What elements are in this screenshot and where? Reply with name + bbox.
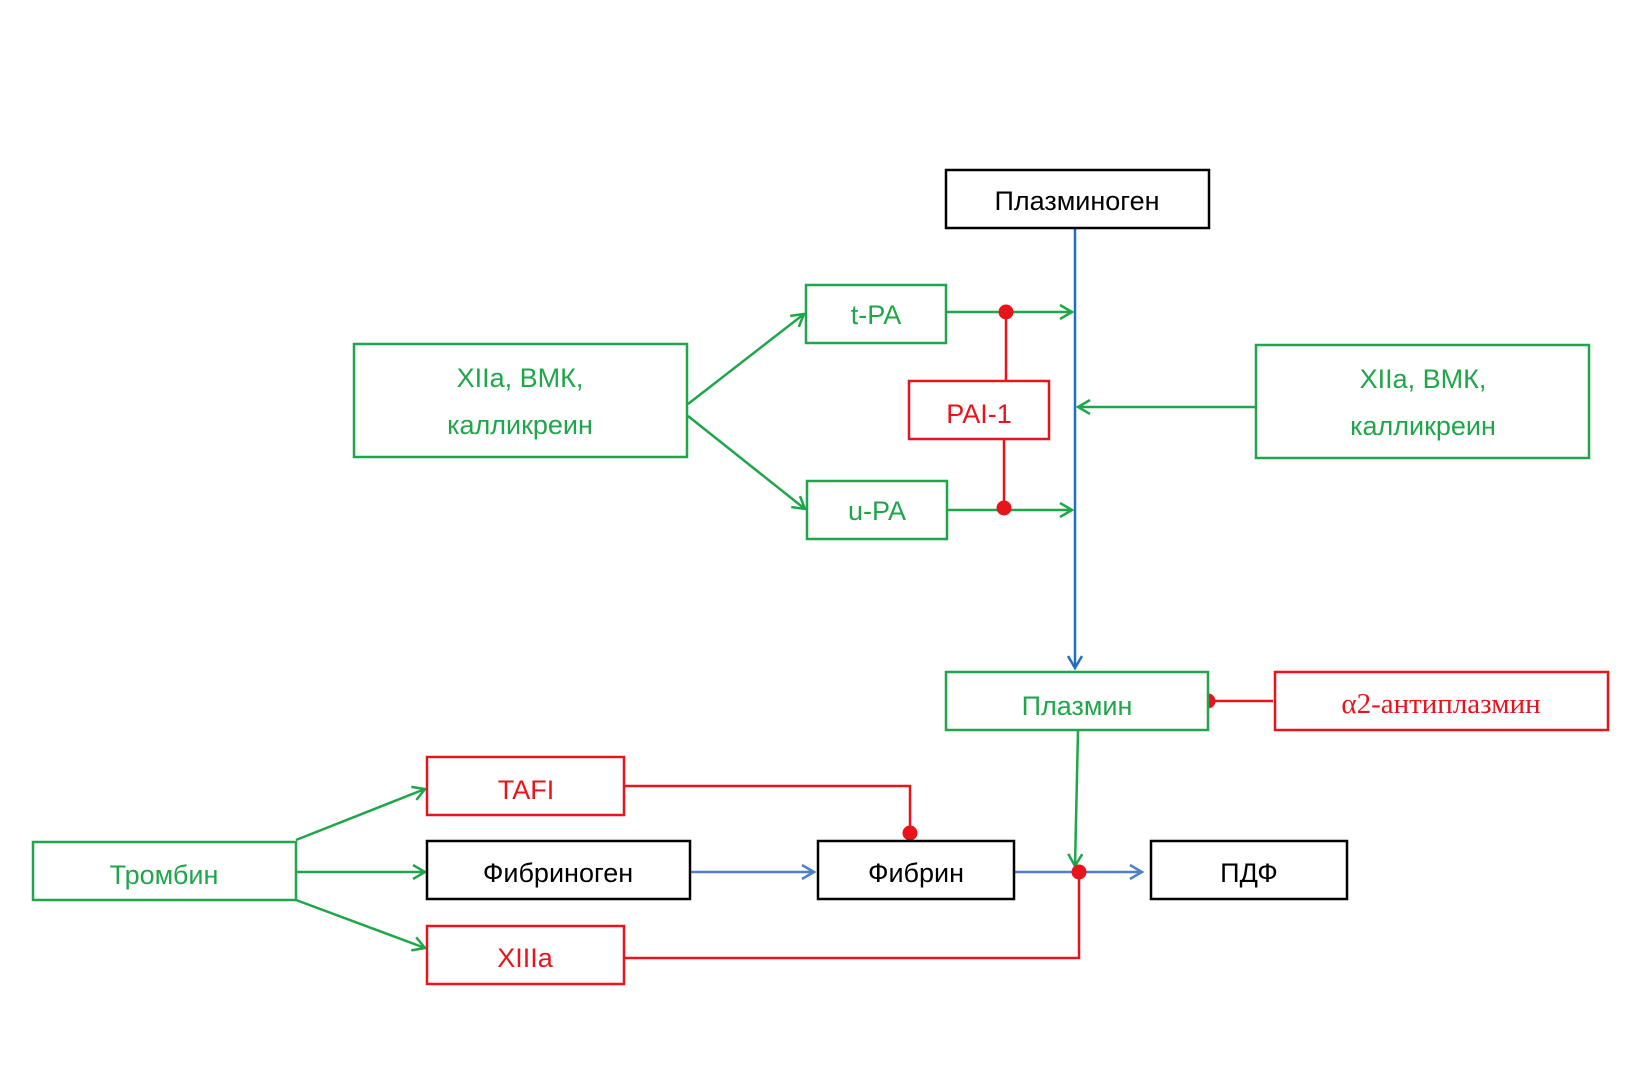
- node-pdf-label: ПДФ: [1220, 858, 1278, 888]
- node-plasmin: Плазмин: [944, 670, 1210, 732]
- node-tpa: t-PA: [804, 283, 948, 345]
- node-fibrinogen-label: Фибриноген: [483, 858, 633, 888]
- node-plasmin-label: Плазмин: [1022, 691, 1133, 721]
- inhibit-tafi-fibrin: [624, 784, 912, 833]
- inhibit-dot-fibrin: [902, 825, 918, 841]
- edge-thrombin-xiiia: [295, 898, 425, 948]
- node-thrombin: Тромбин: [31, 840, 298, 902]
- inhibit-xiiia-fibrinolysis: [624, 872, 1081, 960]
- node-tafi-label: TAFI: [498, 775, 555, 805]
- edge-activators-upa: [687, 415, 805, 509]
- node-antiplasmin-label: α2-антиплазмин: [1341, 688, 1540, 720]
- node-tafi: TAFI: [425, 755, 626, 817]
- node-pdf: ПДФ: [1149, 839, 1349, 901]
- node-activators-right-line2: калликреин: [1350, 411, 1496, 441]
- node-antiplasmin: α2-антиплазмин: [1273, 670, 1610, 732]
- edge-plasmin-fibrinolysis: [1075, 730, 1078, 866]
- node-activators-left-line2: калликреин: [447, 410, 593, 440]
- node-activators-right: XIIa, ВМК, калликреин: [1254, 343, 1591, 460]
- node-upa: u-PA: [805, 479, 949, 541]
- node-xiiia: XIIIa: [425, 924, 626, 986]
- node-tpa-label: t-PA: [851, 300, 902, 330]
- node-upa-label: u-PA: [848, 496, 906, 526]
- node-thrombin-label: Тромбин: [110, 860, 219, 890]
- node-activators-left-line1: XIIa, ВМК,: [457, 363, 584, 393]
- node-pai1-label: PAI-1: [946, 399, 1012, 429]
- node-fibrin-label: Фибрин: [868, 858, 964, 888]
- node-xiiia-label: XIIIa: [497, 943, 554, 973]
- node-plasminogen: Плазминоген: [944, 168, 1211, 230]
- node-fibrinogen: Фибриноген: [425, 839, 692, 901]
- node-pai1: PAI-1: [907, 379, 1051, 441]
- node-fibrin: Фибрин: [816, 839, 1016, 901]
- inhibit-dot-fibrinolysis: [1071, 864, 1087, 880]
- inhibit-dot-upa: [996, 500, 1012, 516]
- edge-activators-tpa: [687, 314, 804, 405]
- inhibit-dot-tpa: [998, 304, 1014, 320]
- node-activators-left: XIIa, ВМК, калликреин: [352, 342, 689, 459]
- node-activators-right-line1: XIIa, ВМК,: [1360, 364, 1487, 394]
- node-plasminogen-label: Плазминоген: [994, 186, 1159, 216]
- edge-thrombin-tafi: [295, 789, 425, 842]
